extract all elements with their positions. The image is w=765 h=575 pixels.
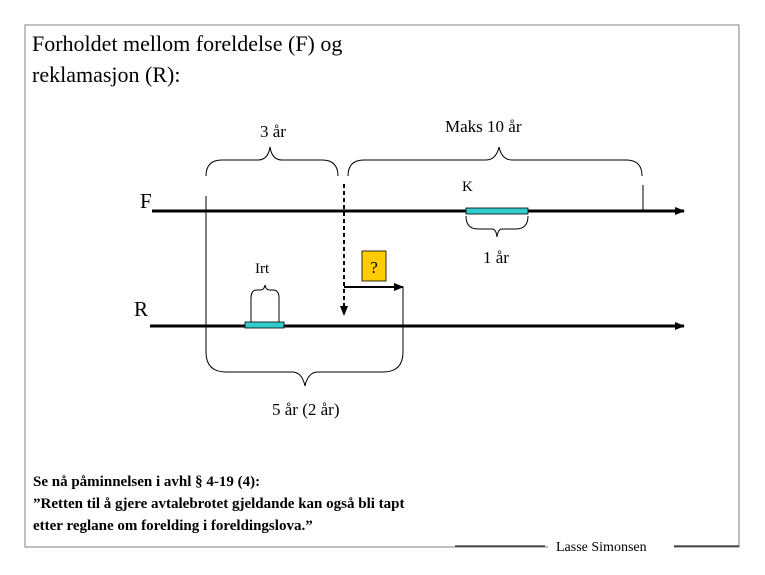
title-line-2: reklamasjon (R): [32,62,180,87]
irt-period-bar [244,321,285,329]
one-year-brace [465,215,529,238]
max-ten-years-label: Maks 10 år [445,117,522,136]
five-years-label: 5 år (2 år) [272,400,340,419]
footer-mask [548,538,674,554]
note-line-3: etter reglane om forelding i foreldingsl… [33,518,313,534]
f-line-label: F [140,189,152,213]
k-period-bar [465,207,529,215]
one-year-label: 1 år [483,248,509,267]
k-label: K [462,179,473,195]
three-years-brace [205,146,339,177]
three-years-label: 3 år [260,122,286,141]
max-ten-years-brace [347,146,643,177]
irt-brace [250,284,280,299]
five-years-brace [205,351,404,387]
note-line-2: ”Retten til å gjere avtalebrotet gjeldan… [33,496,405,512]
slide-frame [24,24,740,548]
r-line-label: R [134,297,148,321]
footer-author: Lasse Simonsen [556,540,647,555]
irt-label: Irt [255,261,270,277]
question-box [361,250,387,282]
question-mark: ? [370,258,378,277]
title-line-1: Forholdet mellom foreldelse (F) og [32,31,342,56]
note-line-1: Se nå påminnelsen i avhl § 4-19 (4): [33,474,260,490]
